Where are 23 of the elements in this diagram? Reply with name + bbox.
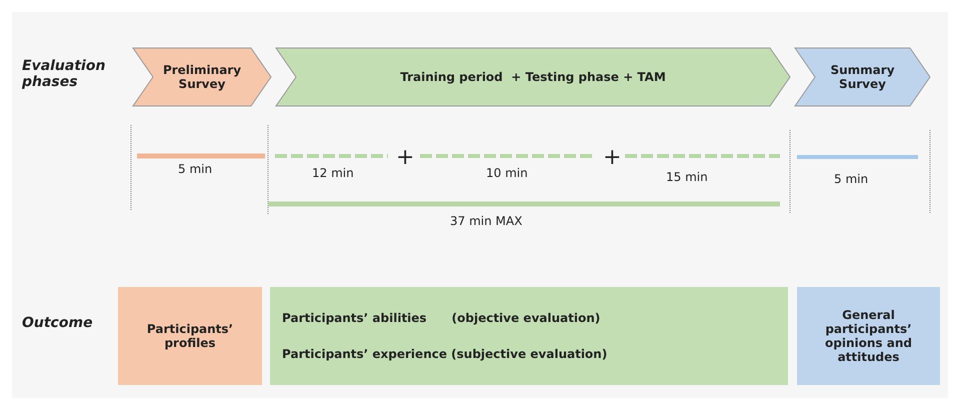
outcome-text: Participants’ experience (subjective evaluation): [282, 347, 608, 361]
outcome-text: Participants’ profiles: [146, 322, 234, 350]
plus-sign: +: [603, 145, 622, 170]
outcome-text: Participants’ abilities (objective evaluation): [282, 311, 600, 325]
phase-title: Summary Survey: [829, 63, 896, 91]
phase-step: [133, 48, 271, 106]
row-heading: Evaluation phases: [22, 58, 106, 90]
duration-label: 15 min: [666, 170, 708, 184]
total-duration-label: 37 min MAX: [450, 214, 522, 228]
outcome-box: [797, 287, 940, 385]
duration-label: 5 min: [834, 172, 868, 186]
row-heading: Outcome: [22, 315, 94, 331]
phase-title: Training period + Testing phase + TAM: [400, 70, 666, 84]
phase-step: [276, 48, 790, 106]
phase-step: [795, 48, 930, 106]
duration-label: 10 min: [486, 166, 528, 180]
phase-title: Preliminary Survey: [162, 63, 242, 91]
outcome-box: [270, 287, 788, 385]
outcome-text: General participants’ opinions and attitudes: [824, 308, 913, 364]
duration-label: 5 min: [178, 162, 212, 176]
duration-label: 12 min: [312, 166, 354, 180]
plus-sign: +: [396, 145, 414, 170]
outcome-box: [118, 287, 262, 385]
